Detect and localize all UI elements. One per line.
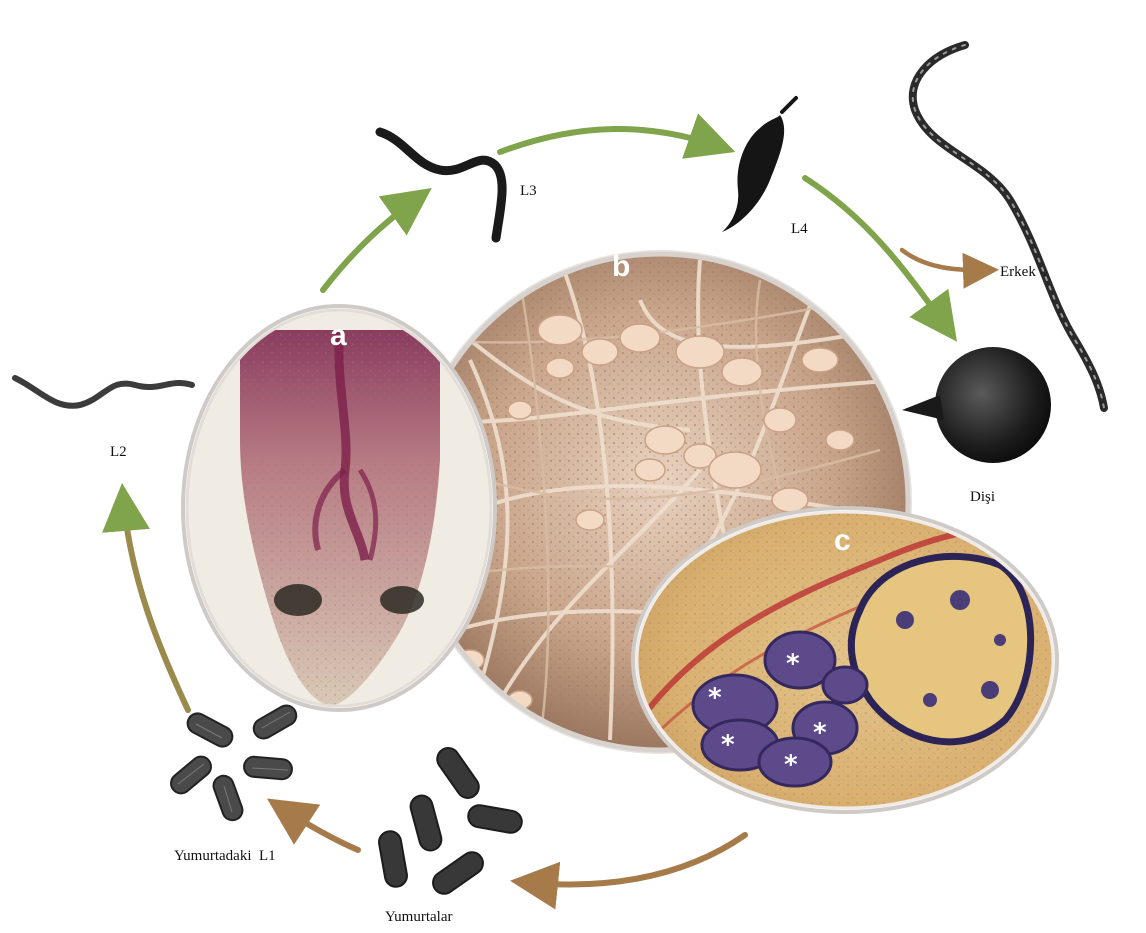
l2-juvenile-worm bbox=[15, 378, 192, 406]
label-female: Dişi bbox=[970, 489, 995, 505]
l4-juvenile-worm bbox=[722, 98, 796, 232]
svg-text:*: * bbox=[784, 750, 798, 780]
eggs-cluster bbox=[377, 744, 523, 898]
label-l2: L2 bbox=[110, 444, 127, 460]
svg-text:*: * bbox=[813, 718, 827, 748]
label-eggs: Yumurtalar bbox=[385, 909, 452, 925]
arrow-l1-to-l2 bbox=[123, 495, 188, 710]
arrow-l4-to-female bbox=[805, 178, 950, 332]
arrow-c-to-eggs bbox=[522, 835, 745, 885]
arrow-eggs-to-l1 bbox=[277, 805, 358, 850]
arrow-l3-to-l4 bbox=[500, 129, 724, 152]
panel-label-c: c bbox=[834, 524, 851, 557]
svg-text:*: * bbox=[786, 649, 800, 679]
label-l4: L4 bbox=[791, 221, 808, 237]
l3-juvenile-worm bbox=[380, 132, 502, 238]
svg-text:*: * bbox=[721, 730, 735, 760]
arrow-to-male bbox=[902, 250, 990, 270]
panel-label-a: a bbox=[330, 319, 347, 352]
panel-c-histology-photo: * * * * * c bbox=[630, 505, 1060, 815]
label-male: Erkek bbox=[1000, 264, 1036, 280]
label-eggs-l1: Yumurtadaki L1 bbox=[174, 848, 276, 864]
female-adult-body bbox=[902, 347, 1051, 463]
panel-label-b: b bbox=[612, 250, 630, 283]
arrow-a-to-l3 bbox=[323, 195, 422, 290]
svg-text:*: * bbox=[708, 683, 722, 713]
label-l3: L3 bbox=[520, 183, 537, 199]
